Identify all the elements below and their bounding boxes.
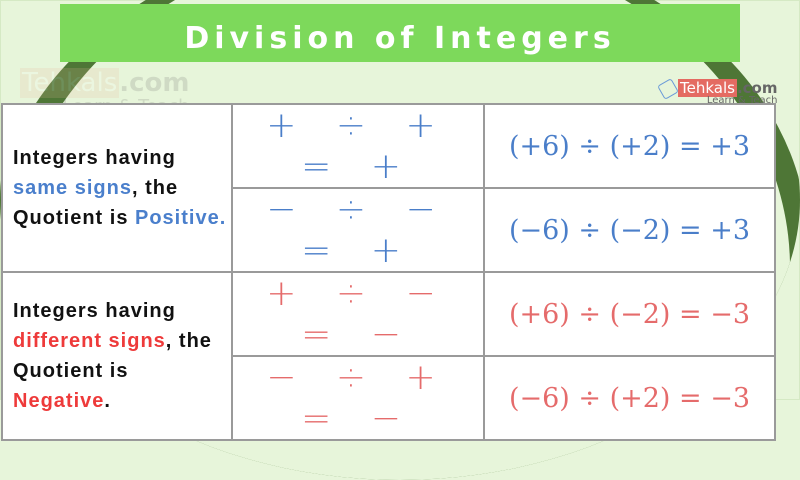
rules-table: Integers having same signs, the Quotient… [1, 103, 776, 441]
desc-highlight: different signs [13, 330, 166, 352]
page-title: Division of Integers [184, 20, 616, 56]
sign-rule: − ÷ − = + [231, 187, 485, 273]
desc-text: Integers having [13, 147, 176, 169]
example-equation: (−6) ÷ (+2) = −3 [483, 355, 776, 441]
logo-brand: Tehkals [20, 68, 120, 98]
desc-text: . [104, 390, 111, 412]
table-row: Integers having different signs, the Quo… [1, 271, 776, 441]
table-row: Integers having same signs, the Quotient… [1, 103, 776, 273]
logo-tagline: Learn & Teach [706, 95, 778, 106]
desc-text: Integers having [13, 300, 176, 322]
desc-highlight: same signs [13, 177, 132, 199]
rule-description-positive: Integers having same signs, the Quotient… [1, 103, 233, 273]
sign-rule: − ÷ + = − [231, 355, 485, 441]
sign-rule: + ÷ − = − [231, 271, 485, 357]
desc-highlight: Negative [13, 390, 105, 412]
example-equation: (+6) ÷ (−2) = −3 [483, 271, 776, 357]
brand-logo: Tehkals.com Learn & Teach [657, 77, 778, 106]
desc-highlight: Positive. [135, 207, 227, 229]
logo-domain: .com [736, 79, 778, 97]
example-equation: (−6) ÷ (−2) = +3 [483, 187, 776, 273]
graduation-cap-icon [657, 77, 679, 100]
logo-domain: .com [119, 68, 190, 98]
sign-rule: + ÷ + = + [231, 103, 485, 189]
rule-description-negative: Integers having different signs, the Quo… [1, 271, 233, 441]
desc-text: , the Quotient is [13, 177, 179, 229]
logo-brand: Tehkals [678, 79, 737, 97]
title-bar: Division of Integers [0, 12, 800, 64]
watermark-logo: Tehkals.com Learn & Teach [20, 68, 190, 117]
desc-text: , the Quotient is [13, 330, 212, 382]
title-banner [60, 4, 740, 62]
table-row: − ÷ − = + (−6) ÷ (−2) = +3 [2, 187, 776, 273]
example-equation: (+6) ÷ (+2) = +3 [483, 103, 776, 189]
